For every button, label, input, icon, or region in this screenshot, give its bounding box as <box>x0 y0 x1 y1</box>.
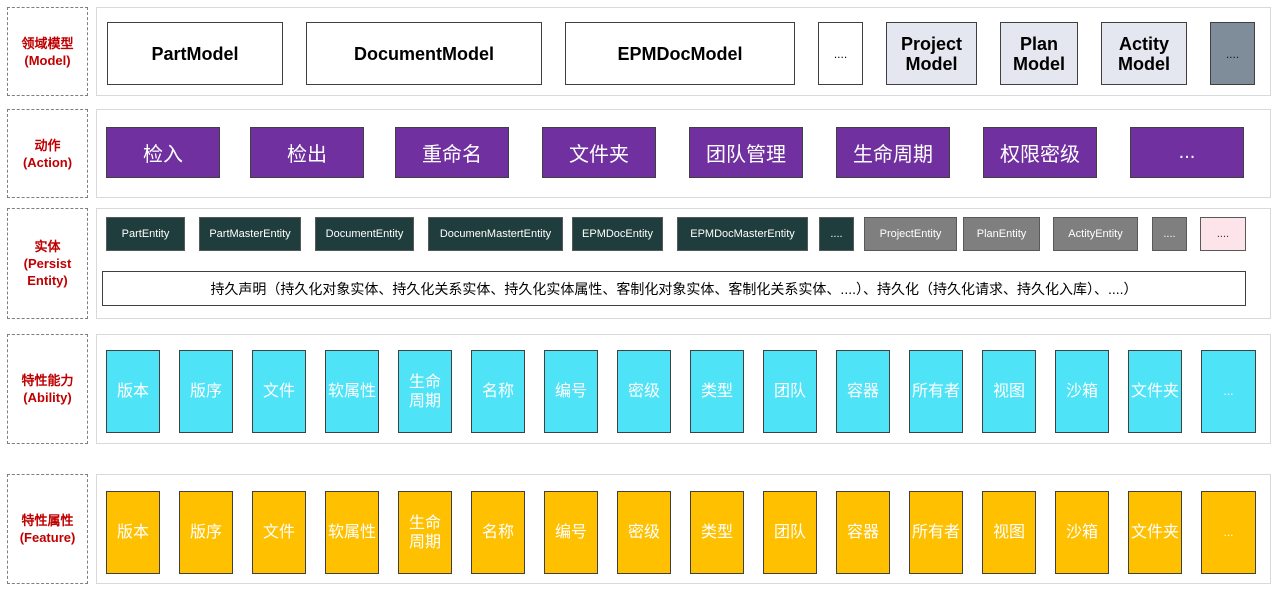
feature-item: 文件夹 <box>1128 491 1182 574</box>
entity-more: .... <box>819 217 854 251</box>
label-feature-line1: 特性属性 <box>21 513 74 528</box>
ability-item: 编号 <box>544 350 598 433</box>
feature-item: 软属性 <box>325 491 379 574</box>
model-box-document: DocumentModel <box>306 22 542 85</box>
feature-item: 编号 <box>544 491 598 574</box>
ability-item: 容器 <box>836 350 890 433</box>
ability-item: 所有者 <box>909 350 963 433</box>
feature-item: 沙箱 <box>1055 491 1109 574</box>
entity-document: DocumentEntity <box>315 217 414 251</box>
entity-actity: ActityEntity <box>1053 217 1138 251</box>
label-model-line2: (Model) <box>24 52 71 68</box>
feature-item: 所有者 <box>909 491 963 574</box>
entity-partmaster: PartMasterEntity <box>199 217 301 251</box>
action-more: ... <box>1130 127 1244 178</box>
label-feature-line2: (Feature) <box>19 530 76 545</box>
label-entity: 实体 (Persist Entity) <box>7 208 88 319</box>
feature-item: 容器 <box>836 491 890 574</box>
model-box-slate-more: .... <box>1210 22 1255 85</box>
ability-item: 生命周期 <box>398 350 452 433</box>
ability-item: ... <box>1201 350 1256 433</box>
action-lifecycle: 生命周期 <box>836 127 950 178</box>
action-permission: 权限密级 <box>983 127 1097 178</box>
ability-item: 文件夹 <box>1128 350 1182 433</box>
entity-documentmaster: DocumenMastertEntity <box>428 217 563 251</box>
model-box-more: .... <box>818 22 863 85</box>
feature-item: 生命周期 <box>398 491 452 574</box>
ability-item: 沙箱 <box>1055 350 1109 433</box>
label-ability: 特性能力 (Ability) <box>7 334 88 444</box>
feature-item: 团队 <box>763 491 817 574</box>
model-box-epmdoc: EPMDocModel <box>565 22 795 85</box>
action-folder: 文件夹 <box>542 127 656 178</box>
feature-item: 视图 <box>982 491 1036 574</box>
ability-item: 版序 <box>179 350 233 433</box>
label-entity-line3: Entity) <box>27 273 68 288</box>
feature-item: 类型 <box>690 491 744 574</box>
entity-plan: PlanEntity <box>963 217 1040 251</box>
persist-declaration: 持久声明（持久化对象实体、持久化关系实体、持久化实体属性、客制化对象实体、客制化… <box>102 271 1246 306</box>
ability-item: 密级 <box>617 350 671 433</box>
label-action: 动作 (Action) <box>7 109 88 198</box>
label-entity-line1: 实体 <box>34 239 61 254</box>
ability-item: 软属性 <box>325 350 379 433</box>
action-team: 团队管理 <box>689 127 803 178</box>
label-ability-line1: 特性能力 <box>21 373 74 388</box>
feature-item: 版本 <box>106 491 160 574</box>
feature-item: ... <box>1201 491 1256 574</box>
label-feature: 特性属性 (Feature) <box>7 474 88 584</box>
entity-part: PartEntity <box>106 217 185 251</box>
label-model-line1: 领域模型 <box>21 35 74 51</box>
feature-item: 名称 <box>471 491 525 574</box>
action-checkin: 检入 <box>106 127 220 178</box>
model-box-part: PartModel <box>107 22 283 85</box>
ability-item: 视图 <box>982 350 1036 433</box>
ability-item: 类型 <box>690 350 744 433</box>
ability-item: 名称 <box>471 350 525 433</box>
ability-item: 团队 <box>763 350 817 433</box>
label-action-line2: (Action) <box>22 154 73 170</box>
label-entity-line2: (Persist <box>23 256 72 271</box>
action-checkout: 检出 <box>250 127 364 178</box>
entity-epmdoc: EPMDocEntity <box>572 217 663 251</box>
model-box-project: Project Model <box>886 22 977 85</box>
label-action-line1: 动作 <box>34 137 61 153</box>
entity-epmdocmaster: EPMDocMasterEntity <box>677 217 808 251</box>
entity-pink-more: .... <box>1200 217 1246 251</box>
ability-item: 版本 <box>106 350 160 433</box>
action-rename: 重命名 <box>395 127 509 178</box>
feature-item: 密级 <box>617 491 671 574</box>
ability-item: 文件 <box>252 350 306 433</box>
label-model: 领域模型 (Model) <box>7 7 88 96</box>
feature-item: 文件 <box>252 491 306 574</box>
entity-gray-more: .... <box>1152 217 1187 251</box>
entity-project: ProjectEntity <box>864 217 957 251</box>
model-box-actity: Actity Model <box>1101 22 1187 85</box>
model-box-plan: Plan Model <box>1000 22 1078 85</box>
feature-item: 版序 <box>179 491 233 574</box>
label-ability-line2: (Ability) <box>23 390 72 405</box>
model-box-actity-label: Actity Model <box>1118 33 1170 74</box>
